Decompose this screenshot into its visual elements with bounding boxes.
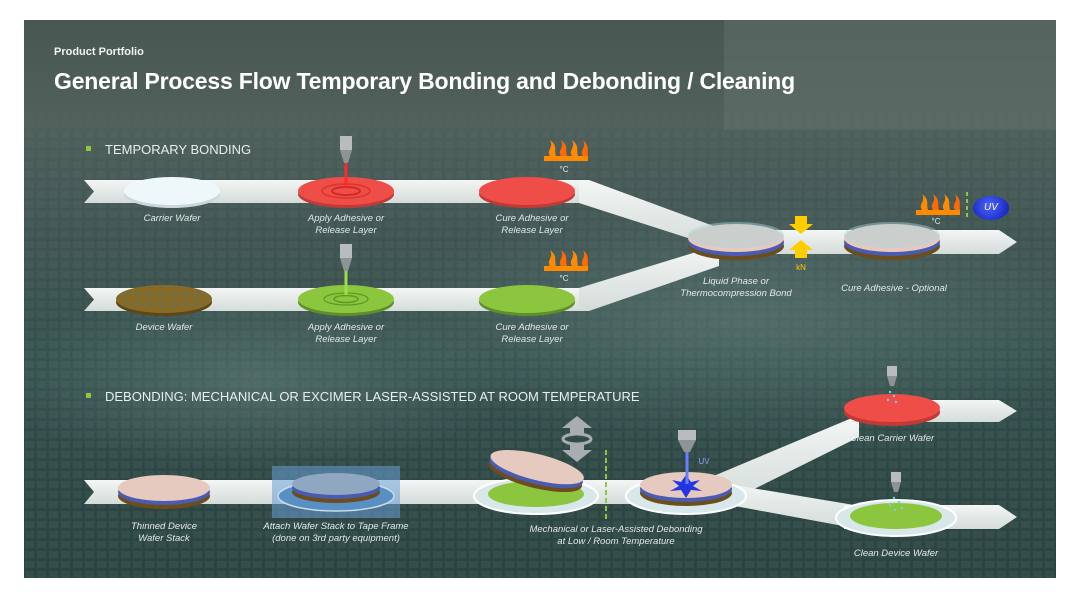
- tape-frame-stack: [272, 466, 400, 518]
- clean-carrier-wafer: [844, 394, 940, 426]
- track-merge-lower: [579, 245, 719, 311]
- dispense-nozzle-icon: [340, 244, 352, 295]
- rotate-arrows-icon: [561, 416, 593, 462]
- label-clean-device: Clean Device Wafer: [853, 548, 939, 559]
- page-title: General Process Flow Temporary Bonding a…: [54, 68, 795, 94]
- section-title: DEBONDING: MECHANICAL OR EXCIMER LASER-A…: [105, 389, 640, 404]
- section-bullet: [86, 393, 91, 399]
- section-bullet: [86, 146, 91, 152]
- spray-nozzle-icon: [888, 472, 904, 512]
- cure-adhesive-bottom-wafer: [479, 285, 575, 316]
- heater-icon: [916, 194, 960, 215]
- heater-icon: [544, 250, 588, 271]
- force-unit-label: kN: [796, 263, 806, 272]
- label-attach-tape-frame: Attach Wafer Stack to Tape Frame(done on…: [263, 521, 409, 544]
- label-cure-optional: Cure Adhesive - Optional: [841, 283, 947, 294]
- cure-adhesive-top-wafer: [479, 177, 575, 208]
- bonded-stack-wafer: [688, 222, 784, 260]
- section-title: TEMPORARY BONDING: [105, 142, 252, 157]
- heater-icon: [544, 140, 588, 161]
- slide: Product Portfolio General Process Flow T…: [24, 20, 1056, 578]
- clean-device-frame: [835, 499, 957, 537]
- heat-unit-label: °C: [931, 217, 941, 226]
- section-temporary-bonding: TEMPORARY BONDING: [86, 142, 251, 157]
- device-wafer: [116, 285, 212, 316]
- heat-unit-label: °C: [559, 274, 569, 283]
- track-merge-upper: [579, 180, 719, 248]
- uv-beam-label: UV: [698, 457, 710, 466]
- track-branch-upper: [704, 415, 859, 504]
- cured-stack-wafer: [844, 222, 940, 260]
- apply-adhesive-top-wafer: [298, 177, 394, 208]
- thinned-stack-wafer: [118, 475, 210, 509]
- laser-head-icon: [678, 430, 696, 484]
- spray-nozzle-icon: [886, 366, 898, 404]
- apply-adhesive-bottom-wafer: [298, 285, 394, 316]
- label-clean-carrier: Clean Carrier Wafer: [849, 433, 935, 444]
- press-arrows-icon: [789, 216, 813, 258]
- dispense-nozzle-icon: [340, 136, 352, 187]
- heat-unit-label: °C: [559, 165, 569, 174]
- mechanical-debond-frame: [473, 450, 599, 515]
- label-device-wafer: Device Wafer: [135, 322, 193, 333]
- carrier-wafer: [124, 177, 220, 208]
- uv-badge: UV: [973, 196, 1009, 220]
- process-flow-diagram: [24, 20, 1056, 578]
- section-debonding: DEBONDING: MECHANICAL OR EXCIMER LASER-A…: [86, 389, 640, 404]
- laser-debond-frame: [625, 472, 747, 515]
- label-carrier-wafer: Carrier Wafer: [143, 213, 201, 224]
- header-kicker: Product Portfolio: [54, 46, 144, 58]
